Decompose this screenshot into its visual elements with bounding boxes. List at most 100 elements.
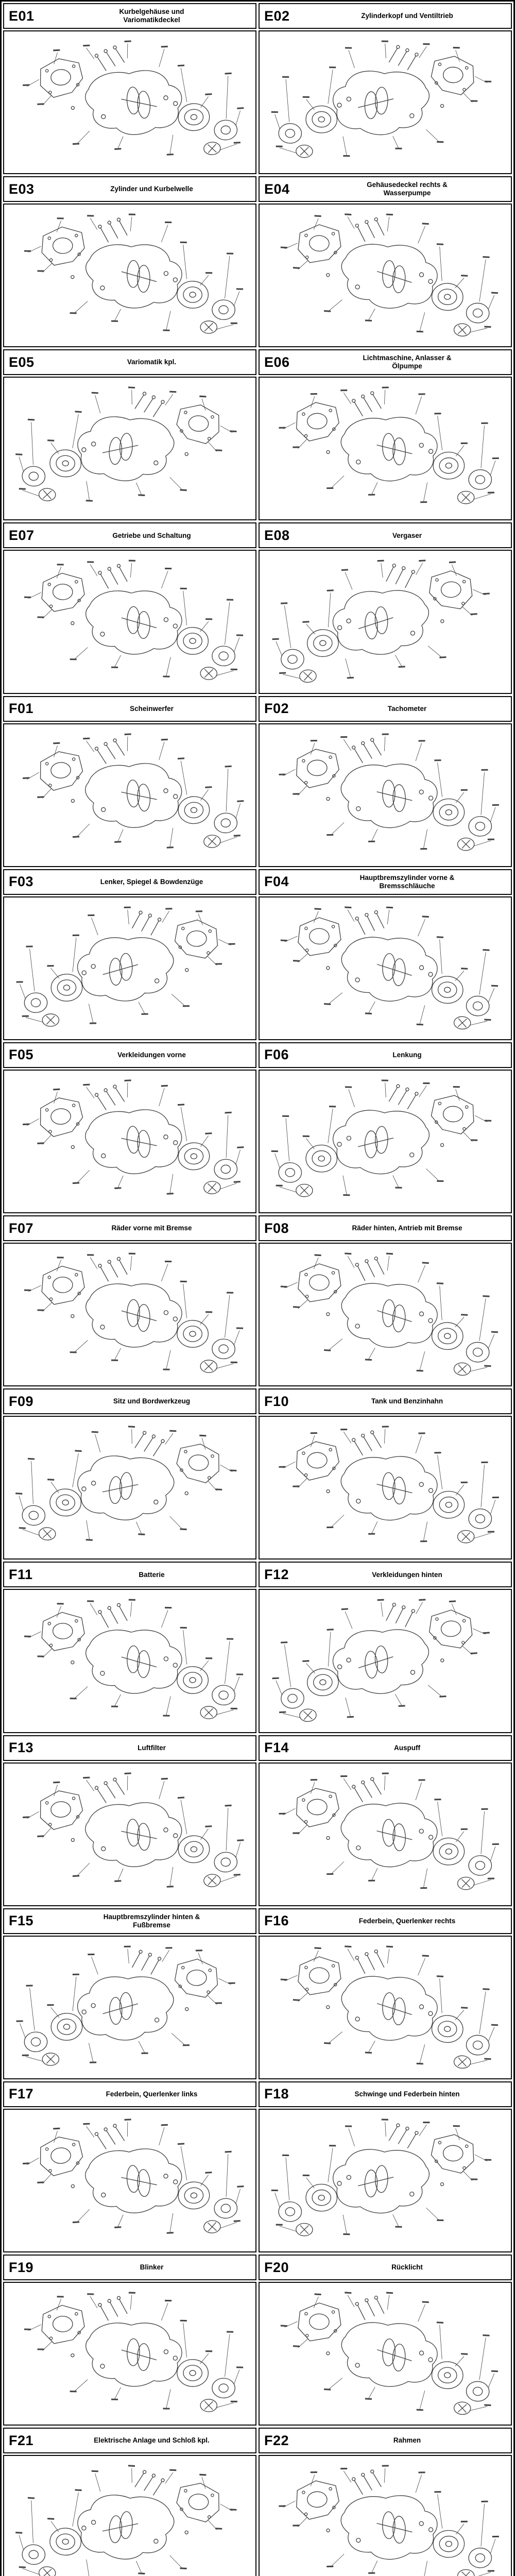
- panel-header: F14 Auspuff: [259, 1735, 512, 1761]
- panel-diagram: [259, 550, 512, 694]
- panel-header: F02 Tachometer: [259, 696, 512, 722]
- panel-e06: E06 Lichtmaschine, Anlasser & Ölpumpe: [259, 349, 512, 521]
- panel-diagram: [3, 2282, 256, 2426]
- panel-diagram: [259, 2108, 512, 2253]
- exploded-diagram-sketch: [276, 1940, 503, 2071]
- panel-header: F06 Lenkung: [259, 1042, 512, 1068]
- panel-code: E02: [264, 8, 290, 24]
- panel-title: Variomatik kpl.: [127, 358, 177, 366]
- panel-title: Federbein, Querlenker rechts: [358, 1917, 456, 1925]
- panel-code: E07: [9, 527, 35, 543]
- panel-f04: F04 Hauptbremszylinder vorne & Bremsschl…: [259, 869, 512, 1040]
- panel-title: Blinker: [140, 2263, 164, 2272]
- panel-diagram: [259, 1762, 512, 1906]
- panel-code: F17: [9, 2086, 34, 2102]
- panel-f17: F17 Federbein, Querlenker links: [3, 2081, 256, 2253]
- panel-e04: E04 Gehäusedeckel rechts & Wasserpumpe: [259, 176, 512, 348]
- panel-header: F09 Sitz und Bordwerkzeug: [3, 1388, 256, 1415]
- panel-code: F07: [9, 1220, 34, 1236]
- panel-title: Zylinderkopf und Ventiltrieb: [361, 12, 453, 20]
- exploded-diagram-sketch: [276, 901, 503, 1031]
- panel-header: F08 Räder hinten, Antrieb mit Bremse: [259, 1215, 512, 1242]
- panel-code: F16: [264, 1913, 289, 1929]
- panel-title: Zylinder und Kurbelwelle: [110, 185, 193, 193]
- panel-header: F20 Rücklicht: [259, 2255, 512, 2281]
- panel-code: F03: [9, 874, 34, 890]
- panel-diagram: [3, 2108, 256, 2253]
- panel-diagram: [3, 896, 256, 1040]
- panel-f07: F07 Räder vorne mit Bremse: [3, 1215, 256, 1387]
- panel-header: F07 Räder vorne mit Bremse: [3, 1215, 256, 1242]
- exploded-diagram-sketch: [20, 34, 247, 165]
- exploded-diagram-sketch: [22, 1250, 245, 1374]
- panel-header: E08 Vergaser: [259, 522, 512, 549]
- panel-title: Gehäusedeckel rechts & Wasserpumpe: [367, 181, 448, 197]
- panel-title: Rücklicht: [391, 2263, 423, 2272]
- panel-title: Luftfilter: [138, 1743, 166, 1752]
- exploded-diagram-sketch: [13, 1419, 239, 1551]
- panel-diagram: [3, 1416, 256, 1560]
- panel-f20: F20 Rücklicht: [259, 2255, 512, 2426]
- panel-f22: F22 Rahmen: [259, 2428, 512, 2576]
- exploded-diagram-sketch: [270, 1077, 493, 1200]
- panel-code: F02: [264, 701, 289, 717]
- panel-title: Kurbelgehäuse und Variomatikdeckel: [119, 8, 184, 24]
- panel-f11: F11 Batterie: [3, 1562, 256, 1733]
- panel-f10: F10 Tank und Benzinhahn: [259, 1388, 512, 1560]
- panel-diagram: [3, 723, 256, 867]
- panel-header: F13 Luftfilter: [3, 1735, 256, 1761]
- panel-title: Batterie: [139, 1570, 165, 1579]
- panel-title: Rahmen: [393, 2436, 421, 2445]
- panel-header: E04 Gehäusedeckel rechts & Wasserpumpe: [259, 176, 512, 202]
- panel-e05: E05 Variomatik kpl.: [3, 349, 256, 521]
- panel-title: Federbein, Querlenker links: [106, 2090, 198, 2098]
- panel-code: F19: [9, 2259, 34, 2275]
- panel-code: E01: [9, 8, 35, 24]
- panel-code: F04: [264, 874, 289, 890]
- panel-header: E01 Kurbelgehäuse und Variomatikdeckel: [3, 3, 256, 29]
- exploded-diagram-sketch: [14, 904, 237, 1027]
- panel-diagram: [3, 30, 256, 175]
- panel-diagram: [3, 1935, 256, 2079]
- panel-diagram: [3, 1069, 256, 1214]
- panel-f21: F21 Elektrische Anlage und Schloß kpl.: [3, 2428, 256, 2576]
- panel-diagram: [259, 30, 512, 175]
- panel-code: F01: [9, 701, 34, 717]
- panel-header: F15 Hauptbremszylinder hinten & Fußbrems…: [3, 1908, 256, 1934]
- panel-header: F17 Federbein, Querlenker links: [3, 2081, 256, 2107]
- panel-diagram: [259, 377, 512, 521]
- exploded-diagram-sketch: [270, 2116, 493, 2240]
- panel-diagram: [259, 1243, 512, 1387]
- panel-f19: F19 Blinker: [3, 2255, 256, 2426]
- panel-header: F03 Lenker, Spiegel & Bowdenzüge: [3, 869, 256, 895]
- panel-diagram: [259, 204, 512, 348]
- panel-header: E05 Variomatik kpl.: [3, 349, 256, 376]
- panel-header: F22 Rahmen: [259, 2428, 512, 2454]
- panel-code: F20: [264, 2259, 289, 2275]
- panel-title: Verkleidungen vorne: [117, 1051, 186, 1059]
- panel-code: F14: [264, 1740, 289, 1756]
- panel-code: F21: [9, 2432, 34, 2448]
- exploded-diagram-sketch: [278, 1423, 501, 1547]
- panel-f05: F05 Verkleidungen vorne: [3, 1042, 256, 1214]
- exploded-diagram-sketch: [22, 2290, 245, 2413]
- panel-title: Getriebe und Schaltung: [112, 531, 191, 539]
- panel-diagram: [259, 2455, 512, 2576]
- panel-title: Elektrische Anlage und Schloß kpl.: [94, 2436, 210, 2445]
- panel-header: F11 Batterie: [3, 1562, 256, 1588]
- panel-code: F08: [264, 1220, 289, 1236]
- exploded-diagram-sketch: [278, 731, 501, 854]
- panel-code: E06: [264, 354, 290, 370]
- exploded-diagram-sketch: [278, 1770, 501, 1893]
- panel-title: Tank und Benzinhahn: [371, 1397, 443, 1405]
- exploded-diagram-sketch: [268, 1593, 494, 1724]
- exploded-diagram-sketch: [22, 557, 245, 681]
- panel-diagram: [259, 1589, 512, 1733]
- exploded-diagram-sketch: [20, 2112, 247, 2243]
- panel-e02: E02 Zylinderkopf und Ventiltrieb: [259, 3, 512, 175]
- panel-diagram: [3, 204, 256, 348]
- exploded-diagram-sketch: [22, 211, 245, 335]
- panel-header: F21 Elektrische Anlage und Schloß kpl.: [3, 2428, 256, 2454]
- panel-diagram: [3, 550, 256, 694]
